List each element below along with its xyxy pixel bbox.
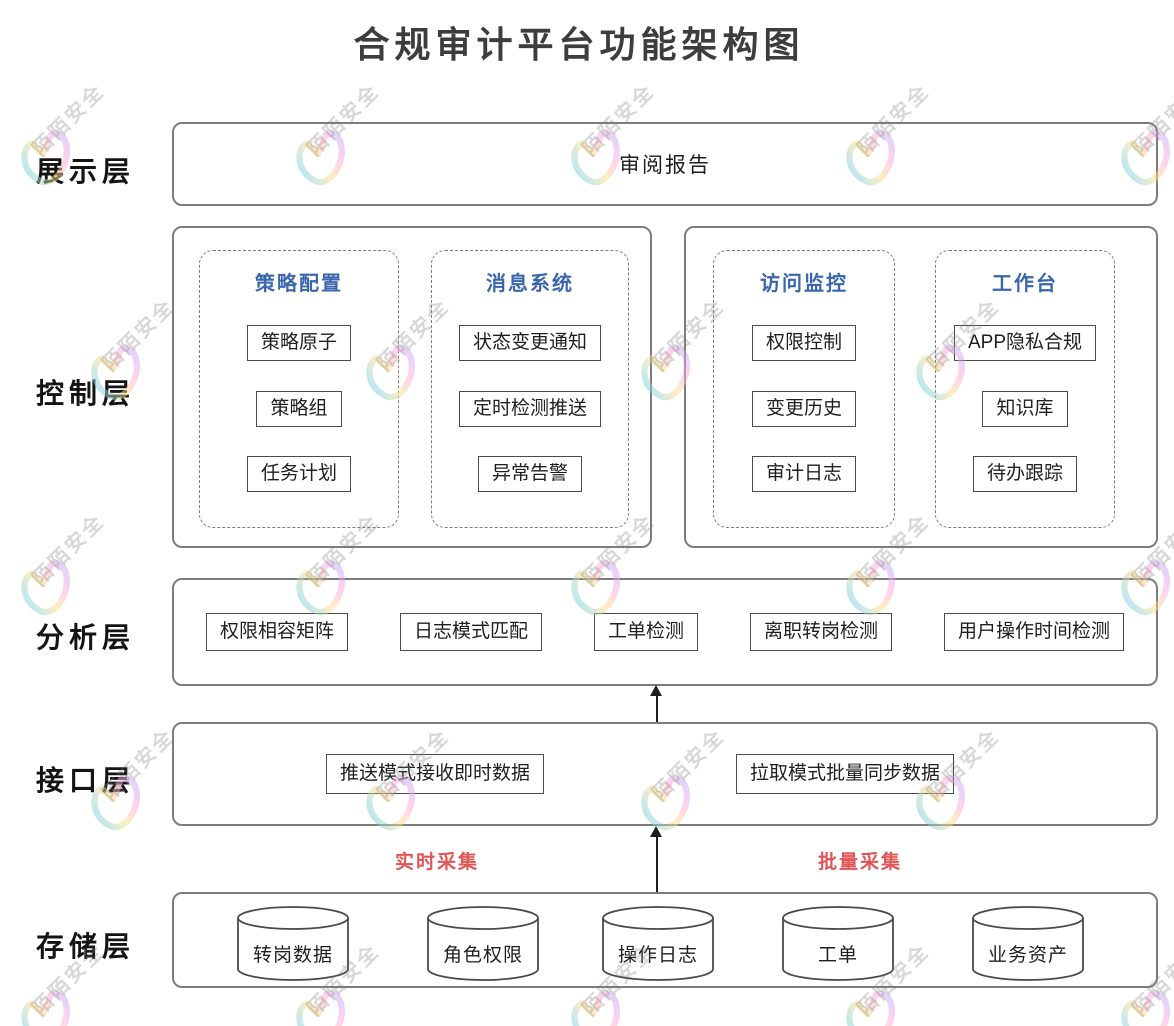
arrowhead-up-icon	[650, 685, 662, 696]
node-app-privacy-compliance: APP隐私合规	[953, 325, 1097, 362]
watermark-text: 陌陌安全	[28, 509, 110, 591]
node-log-pattern-match: 日志模式匹配	[399, 613, 542, 651]
momo-security-logo-icon	[15, 558, 73, 616]
db-label: 角色权限	[442, 945, 523, 966]
layer-label-interface: 接口层	[36, 765, 136, 796]
label-batch-collection: 批量采集	[818, 852, 903, 873]
db-business-asset: 业务资产	[968, 904, 1088, 982]
group-policy-config: 策略配置 策略原子 策略组 任务计划	[199, 250, 399, 528]
interface-layer-box: 推送模式接收即时数据 拉取模式批量同步数据	[172, 722, 1158, 826]
db-label: 工单	[817, 945, 858, 966]
momo-security-logo-icon	[290, 988, 348, 1026]
node-pull-mode-batch: 拉取模式批量同步数据	[736, 754, 955, 794]
momo-security-logo-icon	[1115, 988, 1173, 1026]
control-layer-box-left: 策略配置 策略原子 策略组 任务计划 消息系统 状态变更通知 定时检测推送 异常…	[172, 226, 652, 548]
arrow-line	[655, 834, 658, 892]
node-review-report: 审阅报告	[619, 154, 711, 177]
db-transfer-data: 转岗数据	[233, 904, 353, 982]
node-status-change-notify: 状态变更通知	[458, 325, 601, 362]
arrowhead-up-icon	[650, 826, 662, 837]
node-audit-log: 审计日志	[751, 455, 856, 492]
node-knowledge-base: 知识库	[982, 390, 1068, 427]
page-title: 合规审计平台功能架构图	[353, 24, 805, 65]
group-title: 消息系统	[486, 273, 574, 295]
node-permission-compat-matrix: 权限相容矩阵	[206, 613, 349, 651]
control-layer-box-right: 访问监控 权限控制 变更历史 审计日志 工作台 APP隐私合规 知识库 待办跟踪	[684, 226, 1158, 548]
label-realtime-collection: 实时采集	[395, 852, 480, 873]
momo-security-logo-icon	[565, 988, 623, 1026]
db-ticket: 工单	[778, 904, 898, 982]
storage-layer-box: 转岗数据 角色权限 操作日志 工单 业务资产	[172, 892, 1158, 988]
node-user-op-time-detect: 用户操作时间检测	[943, 613, 1124, 651]
group-items: 权限控制 变更历史 审计日志	[714, 296, 894, 527]
group-title: 访问监控	[760, 273, 848, 295]
momo-security-logo-icon	[840, 988, 898, 1026]
node-ticket-detect: 工单检测	[593, 613, 698, 651]
watermark-text: 陌陌安全	[98, 294, 180, 376]
group-message-system: 消息系统 状态变更通知 定时检测推送 异常告警	[431, 250, 629, 528]
arrow-storage-to-interface	[650, 826, 663, 892]
watermark: 陌陌安全	[15, 940, 155, 1026]
db-label: 业务资产	[987, 945, 1068, 966]
db-role-permission: 角色权限	[423, 904, 543, 982]
layer-label-presentation: 展示层	[36, 156, 136, 187]
group-title: 策略配置	[255, 273, 343, 295]
momo-security-logo-icon	[15, 988, 73, 1026]
node-resign-transfer-detect: 离职转岗检测	[749, 613, 892, 651]
node-policy-atom: 策略原子	[246, 325, 351, 362]
db-label: 转岗数据	[252, 945, 333, 966]
group-title: 工作台	[992, 273, 1058, 295]
presentation-layer-box: 审阅报告	[172, 122, 1158, 206]
group-access-monitor: 访问监控 权限控制 变更历史 审计日志	[713, 250, 895, 528]
group-workbench: 工作台 APP隐私合规 知识库 待办跟踪	[935, 250, 1115, 528]
node-push-mode-realtime: 推送模式接收即时数据	[326, 754, 545, 794]
db-operation-log: 操作日志	[598, 904, 718, 982]
node-todo-tracking: 待办跟踪	[972, 455, 1077, 492]
group-items: APP隐私合规 知识库 待办跟踪	[936, 296, 1114, 527]
layer-label-storage: 存储层	[36, 931, 136, 962]
node-task-plan: 任务计划	[246, 455, 351, 492]
analysis-layer-box: 权限相容矩阵 日志模式匹配 工单检测 离职转岗检测 用户操作时间检测	[172, 578, 1158, 686]
arrow-line	[655, 693, 658, 722]
node-policy-group: 策略组	[256, 390, 342, 427]
layer-label-control: 控制层	[36, 378, 136, 409]
node-change-history: 变更历史	[751, 390, 856, 427]
watermark: 陌陌安全	[15, 510, 155, 628]
node-anomaly-alert: 异常告警	[477, 455, 582, 492]
group-items: 状态变更通知 定时检测推送 异常告警	[432, 296, 628, 527]
db-label: 操作日志	[617, 945, 698, 966]
node-scheduled-detect-push: 定时检测推送	[458, 390, 601, 427]
node-permission-control: 权限控制	[751, 325, 856, 362]
layer-label-analysis: 分析层	[36, 622, 136, 653]
arrow-interface-to-analysis	[650, 685, 663, 722]
group-items: 策略原子 策略组 任务计划	[200, 296, 398, 527]
watermark-text: 陌陌安全	[28, 79, 110, 161]
